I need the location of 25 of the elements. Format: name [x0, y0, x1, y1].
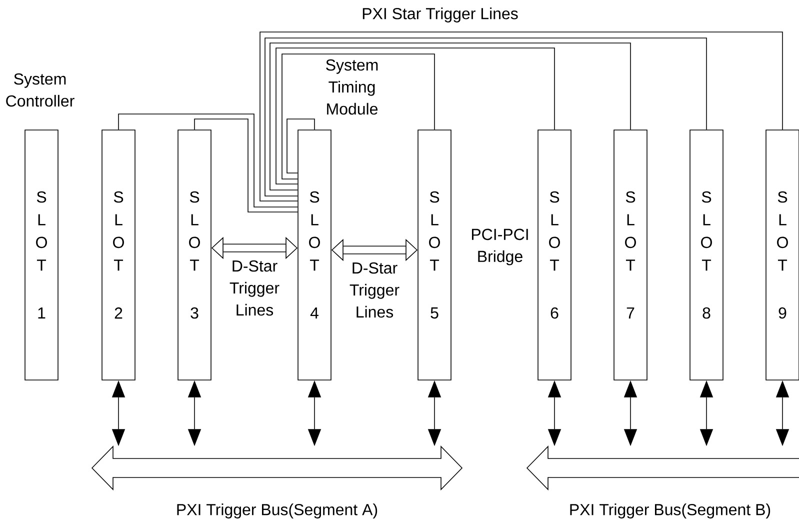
- trigger-line: [194, 118, 298, 212]
- slot-caption: PCI-PCI Bridge: [472, 228, 528, 266]
- slot-box: S L O T 7: [614, 130, 648, 380]
- bus-label: PXI Trigger Bus(Segment A): [177, 504, 378, 518]
- trigger-line: [276, 48, 555, 184]
- trigger-line: [264, 38, 707, 196]
- slot-caption: System Timing Module: [326, 59, 378, 115]
- edge-label: D-Star Trigger Lines: [222, 259, 286, 317]
- heading-label: PXI Star Trigger Lines: [362, 8, 518, 22]
- trigger-line: [118, 114, 298, 208]
- slot-box: S L O T 5: [418, 130, 452, 380]
- bus-label: PXI Trigger Bus(Segment B): [570, 504, 770, 518]
- slot-caption: System Controller: [6, 73, 74, 107]
- trigger-line: [270, 42, 631, 190]
- trigger-line: [260, 32, 783, 202]
- trigger-line: [286, 118, 315, 174]
- slot-box: S L O T 8: [690, 130, 724, 380]
- slot-box: S L O T 6: [538, 130, 572, 380]
- edge-label: D-Star Trigger Lines: [342, 261, 406, 319]
- slot-box: S L O T 9: [766, 130, 799, 380]
- trigger-line: [282, 54, 435, 180]
- slot-box: S L O T 1: [24, 130, 58, 380]
- slot-box: S L O T 4: [298, 130, 332, 380]
- slot-box: S L O T 3: [178, 130, 212, 380]
- slot-box: S L O T 2: [102, 130, 136, 380]
